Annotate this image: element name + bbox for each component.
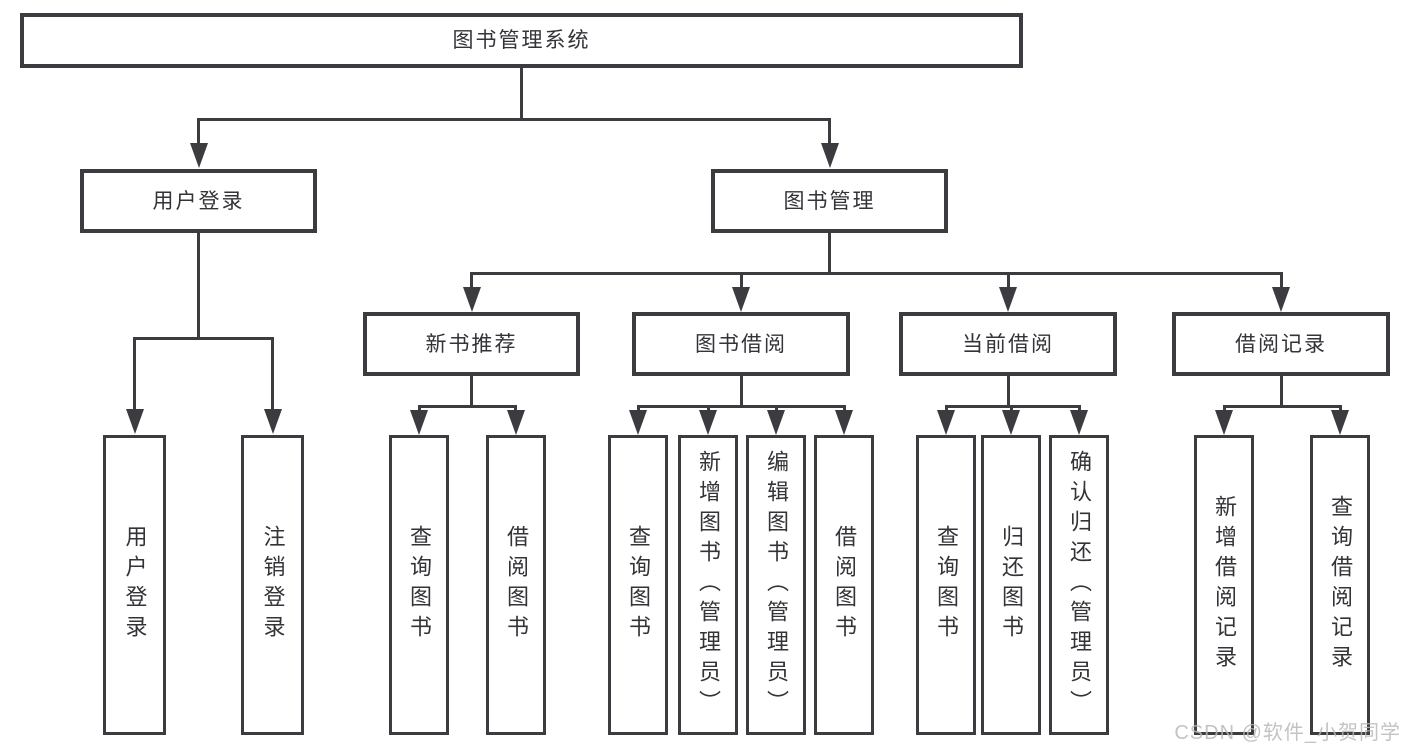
- connector-stem: [739, 272, 743, 288]
- node-label: 图书管理: [783, 189, 876, 213]
- node-label: 查询图书: [626, 525, 651, 645]
- node-book-borrowing: 图书借阅: [632, 312, 850, 376]
- connector-stem: [842, 405, 846, 412]
- connector-stem: [1222, 405, 1226, 412]
- arrowhead-down-icon: [835, 410, 853, 435]
- node-borrowing-records: 借阅记录: [1172, 312, 1390, 376]
- node-label: 新增借阅记录: [1212, 495, 1237, 675]
- connector-stem: [470, 272, 473, 288]
- node-label: 新增图书（管理员）: [696, 450, 721, 720]
- connector-stem: [133, 337, 136, 411]
- node-return-books: 归还图书: [981, 435, 1041, 735]
- connector-hline: [636, 405, 845, 408]
- connector-stem: [706, 405, 710, 412]
- arrowhead-down-icon: [1002, 410, 1020, 435]
- node-label: 用户登录: [152, 189, 245, 213]
- node-add-books-admin: 新增图书（管理员）: [678, 435, 738, 735]
- arrowhead-down-icon: [506, 410, 525, 435]
- node-edit-books-admin: 编辑图书（管理员）: [746, 435, 806, 735]
- node-label: 当前借阅: [962, 332, 1054, 356]
- arrowhead-down-icon: [1070, 410, 1088, 435]
- connector-stem: [271, 337, 274, 411]
- node-user-login-action: 用户登录: [103, 435, 166, 735]
- node-user-login: 用户登录: [80, 169, 317, 233]
- node-label: 确认归还（管理员）: [1067, 450, 1092, 720]
- node-logout: 注销登录: [241, 435, 304, 735]
- connector-vline: [828, 233, 831, 275]
- node-confirm-return-admin: 确认归还（管理员）: [1049, 435, 1109, 735]
- connector-stem: [1338, 405, 1342, 412]
- arrowhead-down-icon: [263, 409, 282, 434]
- arrowhead-down-icon: [462, 287, 481, 312]
- node-current-borrowing: 当前借阅: [899, 312, 1117, 376]
- arrowhead-down-icon: [1272, 287, 1290, 312]
- connector-vline: [470, 376, 473, 407]
- connector-vline: [197, 233, 200, 340]
- node-label: 借阅记录: [1235, 332, 1327, 356]
- csdn-watermark: CSDN @软件_小贺同学: [1174, 722, 1401, 744]
- connector-hline: [944, 405, 1081, 408]
- connector-hline: [197, 118, 831, 121]
- arrowhead-down-icon: [999, 287, 1017, 312]
- node-label: 归还图书: [999, 525, 1024, 645]
- connector-hline: [470, 272, 1281, 275]
- node-label: 用户登录: [122, 525, 148, 645]
- connector-stem: [828, 118, 831, 145]
- node-label: 注销登录: [260, 525, 286, 645]
- connector-vline: [1006, 376, 1010, 407]
- connector-stem: [1279, 272, 1283, 288]
- node-label: 查询图书: [407, 525, 432, 645]
- node-label: 查询图书: [934, 525, 959, 645]
- connector-stem: [417, 405, 421, 412]
- arrowhead-down-icon: [820, 143, 839, 168]
- arrowhead-down-icon: [410, 410, 428, 435]
- connector-stem: [1006, 272, 1010, 288]
- connector-hline: [417, 405, 516, 408]
- arrowhead-down-icon: [937, 410, 955, 435]
- node-query-books-borrowing: 查询图书: [608, 435, 668, 735]
- arrowhead-down-icon: [125, 409, 144, 434]
- node-query-books-current: 查询图书: [916, 435, 976, 735]
- node-label: 查询借阅记录: [1328, 495, 1353, 675]
- connector-stem: [636, 405, 640, 412]
- connector-stem: [514, 405, 517, 412]
- node-new-book-recommendation: 新书推荐: [363, 312, 580, 376]
- arrowhead-down-icon: [629, 410, 647, 435]
- connector-hline: [1222, 405, 1341, 408]
- node-label: 借阅图书: [504, 525, 529, 645]
- node-label: 图书管理系统: [452, 29, 591, 52]
- node-borrow-books-borrowing: 借阅图书: [814, 435, 874, 735]
- connector-vline: [1279, 376, 1283, 407]
- connector-stem: [944, 405, 948, 412]
- connector-stem: [1077, 405, 1081, 412]
- connector-stem: [197, 118, 200, 145]
- connector-stem: [1009, 405, 1013, 412]
- node-label: 编辑图书（管理员）: [764, 450, 789, 720]
- arrowhead-down-icon: [699, 410, 717, 435]
- arrowhead-down-icon: [1331, 410, 1349, 435]
- node-library-management-system: 图书管理系统: [20, 13, 1023, 68]
- arrowhead-down-icon: [1215, 410, 1233, 435]
- arrowhead-down-icon: [732, 287, 750, 312]
- connector-vline: [520, 68, 523, 120]
- node-add-borrow-record: 新增借阅记录: [1194, 435, 1254, 735]
- connector-vline: [739, 376, 743, 407]
- node-query-borrow-record: 查询借阅记录: [1310, 435, 1370, 735]
- node-borrow-books-recommend: 借阅图书: [486, 435, 546, 735]
- node-label: 图书借阅: [695, 332, 787, 356]
- node-book-management: 图书管理: [711, 169, 948, 233]
- connector-hline: [133, 337, 274, 340]
- arrowhead-down-icon: [767, 410, 785, 435]
- arrowhead-down-icon: [189, 143, 208, 168]
- node-label: 新书推荐: [425, 332, 518, 356]
- node-query-books-recommend: 查询图书: [389, 435, 449, 735]
- connector-stem: [774, 405, 778, 412]
- node-label: 借阅图书: [832, 525, 857, 645]
